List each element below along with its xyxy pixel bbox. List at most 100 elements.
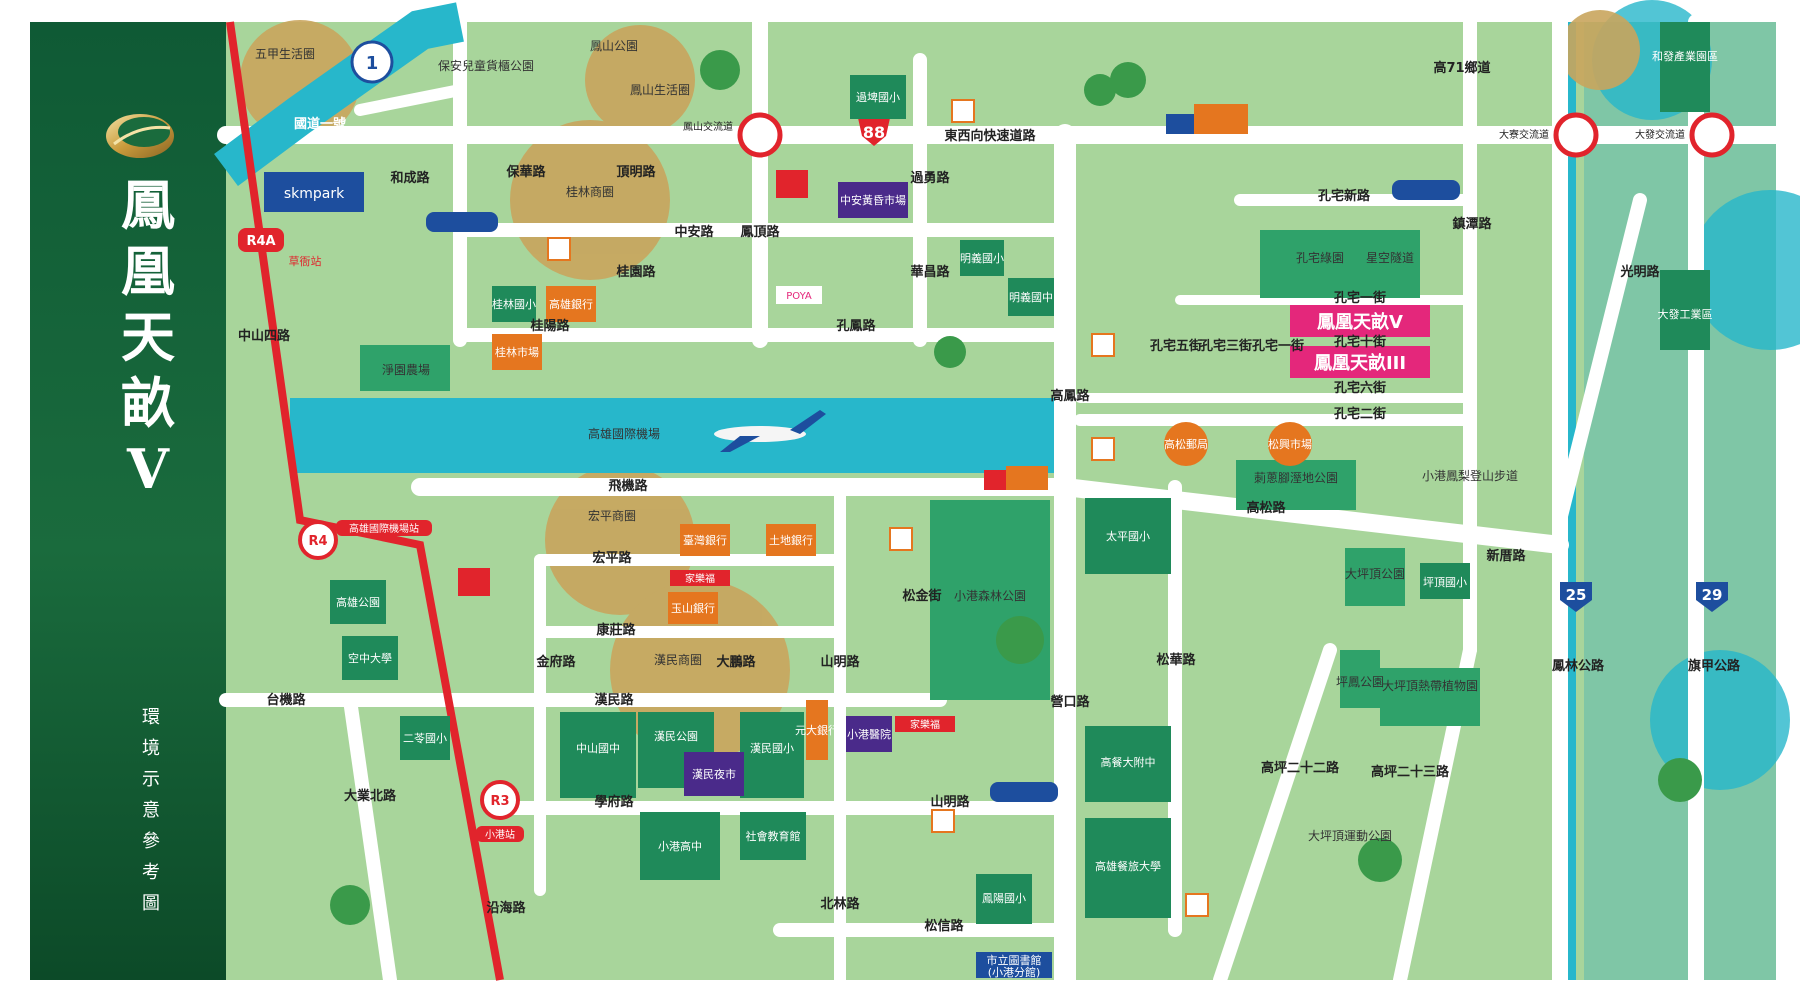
block-forest-park (930, 500, 1050, 700)
car-icon (990, 782, 1058, 802)
h1-sign: 1 (350, 40, 394, 84)
label-hanmin-biz: 漢民商圈 (654, 652, 702, 667)
airport-runway (290, 398, 1060, 473)
label-zhongshan4: 中山四路 (238, 328, 291, 344)
mcdonalds-icon (458, 568, 490, 596)
label-taiji: 台機路 (266, 692, 306, 708)
block-tropical (1380, 668, 1480, 726)
label-daping-park: 大坪頂公園 (1345, 567, 1405, 581)
industrial-zone (1584, 22, 1776, 980)
label-hongping-biz: 宏平商圈 (588, 508, 636, 523)
label-freeway-1: 國道一號 (294, 116, 346, 132)
block-erling (400, 716, 450, 760)
convenience-store-icon (931, 809, 955, 833)
label-kongzhaixin: 孔宅新路 (1318, 188, 1371, 204)
block-songxing (1268, 422, 1312, 466)
block-catering-affil (1085, 726, 1171, 802)
brand-note-char: 境 (142, 738, 162, 759)
project-marker-iii[interactable]: 鳳凰天畝III (1290, 346, 1430, 378)
label-guangming: 光明路 (1619, 264, 1660, 280)
label-hanmin-primary: 漢民國小 (750, 742, 794, 755)
brand-note-char: 參 (142, 831, 162, 852)
label-songxing: 松興市場 (1268, 437, 1312, 451)
label-airport-rd: 飛機路 (607, 478, 648, 494)
convenience-store-icon (1091, 437, 1115, 461)
label-mingyi-primary: 明義國小 (960, 251, 1004, 265)
label-kz10: 孔宅十街 (1334, 334, 1386, 350)
label-taiping: 太平國小 (1106, 530, 1150, 543)
interchange-fengshan[interactable] (737, 112, 783, 158)
block-jingyuan (360, 345, 450, 391)
metro-r4a[interactable]: R4A 草衙站 (238, 228, 322, 268)
block-gaoping-park (1340, 650, 1380, 708)
label-gaosong: 高松路 (1246, 500, 1286, 516)
project-marker-v[interactable]: 鳳凰天畝V (1290, 305, 1430, 337)
block-taiwan-bank (680, 524, 730, 556)
car-icon (1392, 180, 1460, 200)
label-guiyuan: 桂園路 (615, 264, 656, 280)
brand-panel: 鳳 凰 天 畝 V 環 境 示 意 參 考 圖 (30, 22, 226, 980)
block-mingyi-primary (960, 240, 1004, 276)
svg-text:高雄國際機場站: 高雄國際機場站 (349, 522, 419, 535)
label-carrefour: 家樂福 (685, 572, 715, 585)
label-gaofeng: 高鳳路 (1050, 388, 1090, 404)
label-carrefour-2: 家樂福 (910, 718, 940, 731)
interchange-dafa[interactable] (1689, 112, 1735, 158)
label-kaohsiung-bank: 高雄銀行 (549, 297, 593, 311)
label-jingyuan: 淨園農場 (382, 363, 430, 377)
metro-r4[interactable]: R4 高雄國際機場站 (298, 520, 432, 560)
label-baoan: 保安兒童貨櫃公園 (438, 58, 534, 73)
block-kaohsiung-bank (546, 286, 596, 322)
brand-title: 鳳 凰 天 畝 V (118, 172, 178, 502)
interchange-daliao[interactable] (1553, 112, 1599, 158)
convenience-store-icon (1185, 893, 1209, 917)
label-poya: POYA (786, 291, 812, 302)
block-guilin-market (492, 334, 542, 370)
road-gaoping22[interactable] (1213, 643, 1337, 987)
label-xuefu: 學府路 (594, 794, 634, 810)
h29-sign: 29 (1696, 582, 1728, 612)
poya-logo (776, 286, 822, 304)
road-daye-n[interactable] (343, 693, 397, 987)
svg-text:29: 29 (1702, 586, 1723, 604)
label-yuanta: 元大銀行 (795, 723, 839, 737)
tree-icon (1358, 838, 1402, 882)
label-land-bank: 土地銀行 (769, 533, 813, 547)
svg-text:skmpark: skmpark (284, 186, 345, 202)
label-lixun: 莿蔥腳溼地公園 (1254, 471, 1338, 485)
convenience-store-icon (951, 99, 975, 123)
label-wujia: 五甲生活圈 (255, 47, 315, 61)
zone-sun (1560, 10, 1640, 90)
brand-title-char: 天 (121, 305, 175, 369)
road-gaosong[interactable] (1056, 478, 1569, 554)
svg-text:R4: R4 (308, 534, 327, 549)
brand-title-char: 畝 (121, 371, 175, 435)
block-yushan-bank (668, 592, 718, 624)
label-hanmin-park: 漢民公園 (654, 730, 698, 743)
block-xiaogang-high (640, 812, 720, 880)
road-guangming[interactable] (1553, 193, 1647, 527)
metro-r3[interactable]: R3 小港站 (476, 780, 524, 842)
block-kongzhai (1260, 230, 1420, 298)
label-dafa: 大發工業區 (1658, 307, 1713, 321)
label-mingyi-junior: 明義國中 (1009, 290, 1053, 304)
block-yuanta (806, 700, 828, 760)
road-ramp[interactable] (354, 84, 466, 116)
zone-fengshan (585, 25, 695, 135)
brand-note-char: 考 (142, 862, 162, 883)
label-gaosong-post: 高松郵局 (1164, 437, 1208, 451)
label-guiyang: 桂陽路 (529, 318, 570, 334)
svg-text:R3: R3 (490, 794, 509, 809)
label-taiwan-bank: 臺灣銀行 (683, 533, 727, 547)
svg-text:草衙站: 草衙站 (289, 254, 322, 268)
block-pingding (1420, 563, 1470, 599)
brand-title-char: V (127, 437, 169, 501)
skm-park-logo[interactable]: skmpark (264, 172, 364, 212)
label-gaoping-park: 坪鳳公園 (1336, 675, 1384, 689)
tree-icon (330, 885, 370, 925)
truck-icon (984, 466, 1048, 490)
label-social-edu: 社會教育館 (746, 829, 801, 843)
airplane-icon (714, 410, 826, 452)
